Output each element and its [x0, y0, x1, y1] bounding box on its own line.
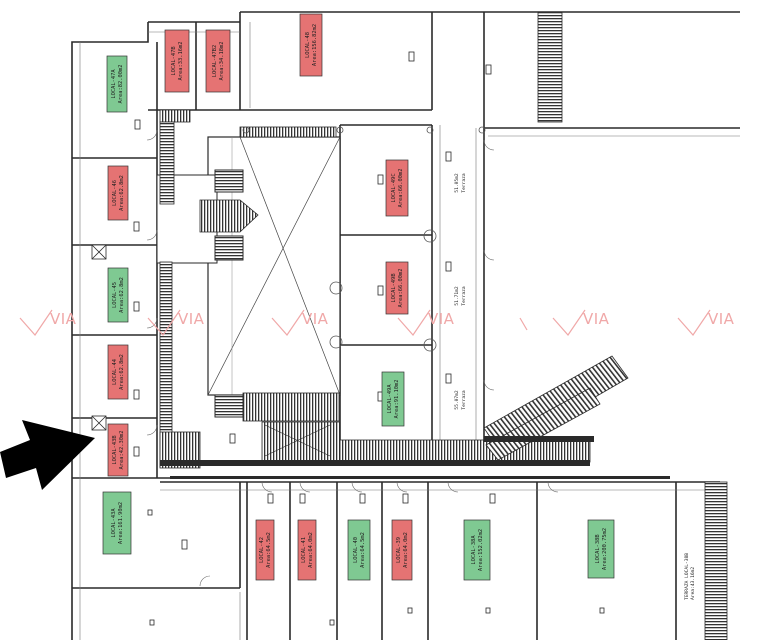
terrace-area-t1: 51.05m2 [454, 173, 460, 193]
unit-area-u47B2: Area:34.18m2 [219, 42, 225, 81]
unit-name-u43A: LOCAL-43A [111, 508, 117, 538]
corner-terrace-line2: Area:43.16m2 [690, 567, 696, 600]
watermark-text: VIA [583, 310, 610, 328]
corner-terrace-label: TERRAZA LOCAL-38B Area:43.16m2 [684, 553, 696, 600]
unit-tag-box [107, 344, 129, 400]
unit-name-u49C: LOCAL-49C [391, 173, 397, 202]
unit-area-u44: Area:62.8m2 [119, 354, 125, 390]
unit-tag-box [381, 371, 405, 427]
terrace-type-t1: Terraza [461, 173, 467, 193]
unit-tag-box [255, 519, 275, 581]
unit-tag-box [205, 29, 231, 93]
hatched-areas [159, 11, 728, 640]
unit-area-u38A: Area:152.02m2 [478, 529, 484, 571]
watermark-text: VIA [50, 310, 77, 328]
unit-area-u42: Area:64.5m2 [266, 532, 272, 568]
unit-tag-box [463, 519, 491, 581]
unit-name-u45: LOCAL-45 [112, 282, 118, 308]
unit-tag-box [106, 55, 128, 113]
unit-area-u43A: Area:161.90m2 [118, 502, 124, 544]
unit-tag-box [347, 519, 371, 581]
unit-tag-box [587, 519, 615, 579]
slab-edges [160, 436, 670, 479]
unit-tag-box [107, 423, 129, 477]
door-swings [146, 129, 559, 587]
unit-name-u43B: LOCAL-43B [112, 435, 118, 464]
unit-name-u38A: LOCAL-38A [471, 535, 477, 565]
unit-name-u47A: LOCAL-47A [111, 69, 117, 99]
unit-tag-box [297, 519, 317, 581]
unit-area-u41: Area:64.0m2 [308, 532, 314, 568]
terrace-type-t3: Terraza [461, 390, 467, 410]
unit-name-u48: LOCAL-48 [305, 32, 311, 58]
unit-tag-box [107, 267, 129, 323]
unit-area-u39: Area:64.0m2 [403, 532, 409, 568]
corner-terrace-line1: TERRAZA LOCAL-38B [684, 553, 690, 600]
unit-name-u49A: LOCAL-49A [387, 384, 393, 414]
unit-name-u46: LOCAL-46 [112, 180, 118, 206]
unit-area-u49C: Area:66.00m2 [398, 169, 404, 208]
unit-name-u41: LOCAL-41 [301, 537, 307, 563]
watermark-text: VIA [178, 310, 205, 328]
unit-area-u40: Area:64.5m2 [360, 532, 366, 568]
columns [242, 126, 486, 352]
unit-tag-box [385, 261, 409, 315]
unit-area-u49A: Area:91.10m2 [394, 380, 400, 419]
unit-name-u49B: LOCAL-49B [391, 273, 397, 302]
unit-name-u39: LOCAL-39 [396, 537, 402, 563]
terrace-type-t2: Terraza [461, 286, 467, 306]
terrace-area-t3: 55.07m2 [454, 390, 460, 410]
unit-name-u47B2: LOCAL-47B2 [212, 45, 218, 77]
watermark-text: VIA [428, 310, 455, 328]
pointer-arrow [0, 420, 95, 490]
unit-tag-box [299, 13, 323, 77]
unit-area-u47A: Area:82.00m2 [118, 65, 124, 104]
unit-tag-box [385, 159, 409, 217]
unit-tag-box [391, 519, 413, 581]
watermark-text: VIA [708, 310, 735, 328]
unit-area-u38B: Area:200.75m2 [602, 528, 608, 570]
unit-name-u40: LOCAL-40 [353, 537, 359, 563]
unit-area-u45: Area:62.8m2 [119, 277, 125, 313]
watermark-text: VIA [302, 310, 329, 328]
interior-lines [79, 22, 740, 640]
unit-tag-box [164, 29, 190, 93]
unit-tag-box [107, 165, 129, 221]
terrace-area-t2: 51.71m2 [454, 286, 460, 306]
unit-tag-box [102, 491, 132, 555]
unit-name-u44: LOCAL-44 [112, 359, 118, 385]
unit-area-u46: Area:62.8m2 [119, 175, 125, 211]
fixture-crosses [91, 244, 331, 457]
unit-name-u38B: LOCAL-38B [595, 534, 601, 563]
unit-area-u48: Area:156.82m2 [312, 24, 318, 66]
unit-name-u47B: LOCAL-47B [171, 46, 177, 75]
unit-area-u47B: Area:33.16m2 [178, 42, 184, 81]
unit-area-u43B: Area:42.30m2 [119, 431, 125, 470]
unit-name-u42: LOCAL-42 [259, 537, 265, 563]
watermarks [19, 309, 711, 336]
unit-area-u49B: Area:66.00m2 [398, 269, 404, 308]
